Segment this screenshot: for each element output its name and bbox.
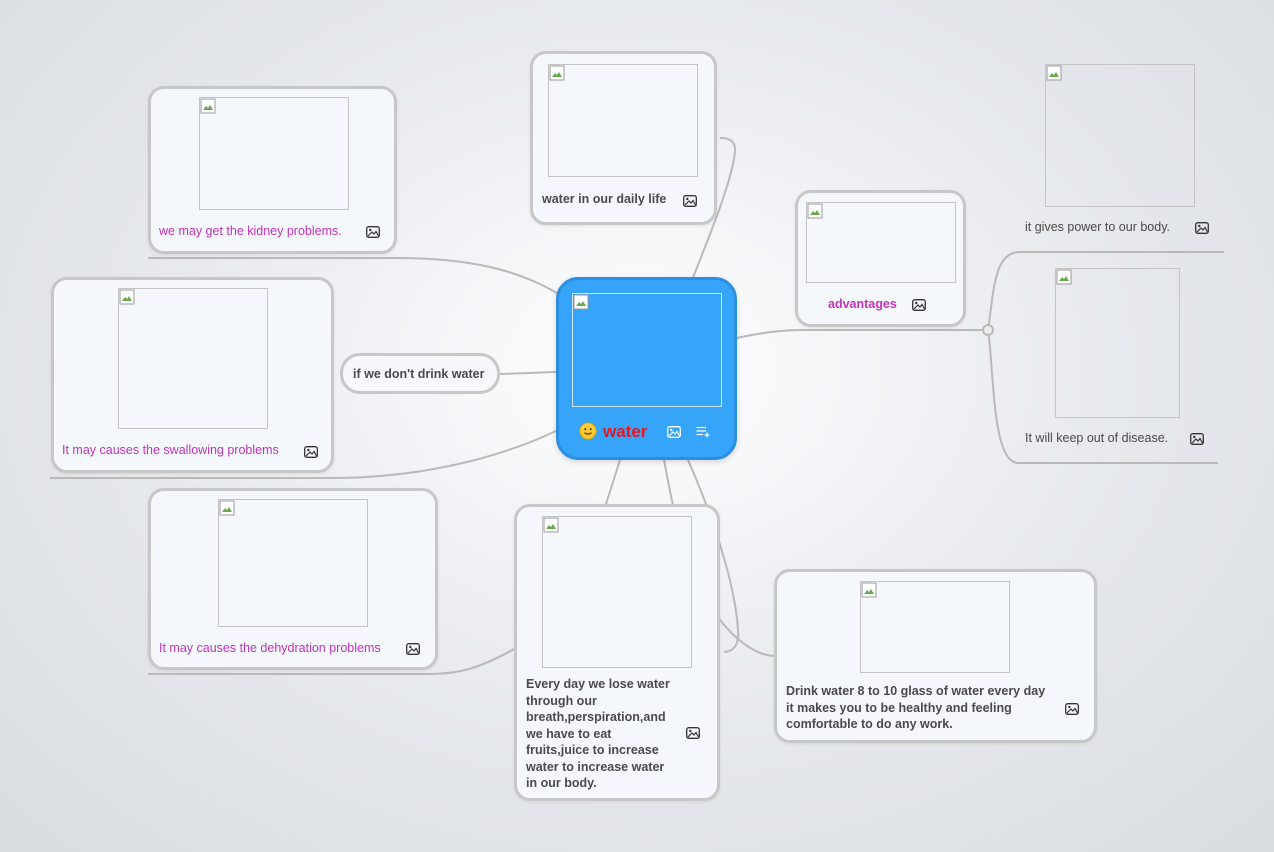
topic-label: advantages xyxy=(828,297,897,311)
link-dehydration xyxy=(148,647,517,675)
central-image xyxy=(572,293,722,407)
broken-image-icon xyxy=(200,98,216,114)
topic-image xyxy=(806,202,956,283)
topic-image xyxy=(860,581,1010,673)
subtopic-disease[interactable]: It will keep out of disease. xyxy=(1020,264,1220,460)
subtopic-label: It may causes the swallowing problems xyxy=(62,443,279,457)
image-icon[interactable] xyxy=(1065,703,1079,715)
image-icon[interactable] xyxy=(912,299,926,311)
broken-image-icon xyxy=(807,203,823,219)
subtopic-label: we may get the kidney problems. xyxy=(159,224,342,238)
link-disease xyxy=(987,329,1218,464)
central-topic-water[interactable]: water xyxy=(556,277,737,460)
link-daily-life xyxy=(691,137,737,281)
central-title: water xyxy=(603,422,648,441)
subtopic-label: it gives power to our body. xyxy=(1025,220,1170,234)
notes-icon[interactable] xyxy=(696,426,710,438)
link-lose-water xyxy=(605,459,621,505)
topic-image xyxy=(542,516,692,668)
image-icon[interactable] xyxy=(1190,433,1204,445)
subtopic-label: It may causes the dehydration problems xyxy=(159,641,381,655)
image-icon[interactable] xyxy=(667,426,681,438)
image-icon[interactable] xyxy=(686,727,700,739)
topic-daily-life[interactable]: water in our daily life xyxy=(530,51,717,225)
topic-if-not-drink[interactable]: if we don't drink water xyxy=(340,353,500,394)
link-if-not xyxy=(499,371,557,375)
topic-image xyxy=(548,64,698,177)
broken-image-icon xyxy=(543,517,559,533)
subtopic-swallowing[interactable]: It may causes the swallowing problems xyxy=(51,277,334,473)
image-icon[interactable] xyxy=(304,446,318,458)
topic-label: Drink water 8 to 10 glass of water every… xyxy=(786,684,1046,731)
topic-advantages[interactable]: advantages xyxy=(795,190,966,327)
subtopic-dehydration[interactable]: It may causes the dehydration problems xyxy=(148,488,438,670)
link-swallowing xyxy=(50,429,559,479)
link-advantages xyxy=(736,329,988,339)
subtopic-image xyxy=(199,97,349,210)
subtopic-image xyxy=(1045,64,1195,207)
topic-label: water in our daily life xyxy=(542,192,667,206)
image-icon[interactable] xyxy=(683,195,697,207)
broken-image-icon xyxy=(861,582,877,598)
link-kidney xyxy=(148,257,563,297)
image-icon[interactable] xyxy=(406,643,420,655)
image-icon[interactable] xyxy=(366,226,380,238)
topic-lose-water[interactable]: Every day we lose water through our brea… xyxy=(514,504,720,801)
topic-drink-amount[interactable]: Drink water 8 to 10 glass of water every… xyxy=(774,569,1097,743)
smiley-face-icon xyxy=(579,422,597,440)
broken-image-icon xyxy=(1046,65,1062,81)
broken-image-icon xyxy=(219,500,235,516)
link-drink-2 xyxy=(687,459,740,653)
broken-image-icon xyxy=(1056,269,1072,285)
broken-image-icon xyxy=(119,289,135,305)
subtopic-image xyxy=(118,288,268,429)
broken-image-icon xyxy=(573,294,589,310)
subtopic-power[interactable]: it gives power to our body. xyxy=(1020,60,1225,250)
fork-junction xyxy=(982,324,994,336)
topic-label: Every day we lose water through our brea… xyxy=(526,677,670,790)
image-icon[interactable] xyxy=(1195,222,1209,234)
broken-image-icon xyxy=(549,65,565,81)
subtopic-label: It will keep out of disease. xyxy=(1025,431,1169,445)
subtopic-kidney[interactable]: we may get the kidney problems. xyxy=(148,86,397,254)
link-power xyxy=(987,251,1224,331)
subtopic-image xyxy=(218,499,368,627)
subtopic-image xyxy=(1055,268,1180,418)
topic-label: if we don't drink water xyxy=(353,367,485,381)
